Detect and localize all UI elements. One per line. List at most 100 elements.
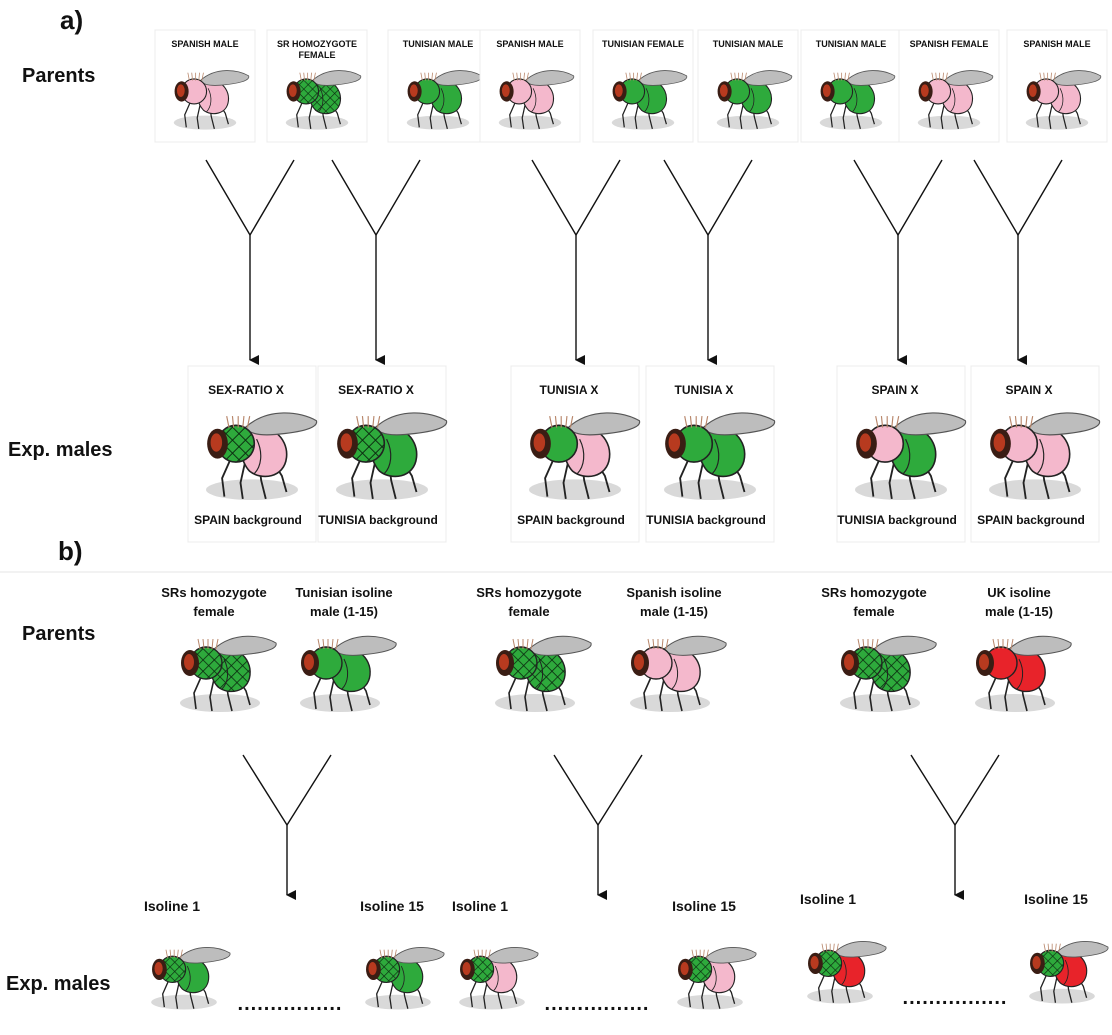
offspring-fly: [855, 412, 966, 501]
parent-fly: [716, 70, 793, 130]
female-fly: [840, 635, 937, 712]
fly-bristles: [473, 949, 491, 958]
fly-eye: [501, 84, 510, 97]
fly-eye: [368, 961, 377, 976]
panel-a-exp-males-label: Exp. males: [8, 439, 113, 461]
fly-bristles: [1009, 415, 1034, 428]
panel-b-exp-males-label: Exp. males: [6, 973, 111, 995]
offspring-card-frame: [836, 365, 966, 543]
fly-wing: [834, 941, 887, 958]
fly-shadow: [151, 994, 217, 1010]
fly-eye: [409, 84, 418, 97]
fly-shadow: [1025, 115, 1089, 130]
cross-fork: [331, 159, 421, 236]
fly-abdomen-line: [852, 88, 858, 112]
fly-abdomen-line: [1063, 959, 1069, 985]
fly-eye: [844, 654, 854, 670]
fly-bristles: [821, 943, 839, 952]
fly-eye: [859, 433, 872, 452]
fly-eye: [210, 433, 223, 452]
fly-abdomen-line: [1016, 658, 1024, 690]
fly-shadow: [840, 694, 920, 712]
fly-wing: [742, 70, 793, 86]
fly-wing: [333, 635, 397, 656]
fly-wing: [311, 70, 362, 86]
fly-bristles: [420, 72, 437, 81]
fly-abdomen-line: [950, 88, 956, 112]
fly-abdomen-line: [576, 438, 585, 475]
fly-eye: [1032, 955, 1041, 970]
fly-eye: [920, 84, 929, 97]
fly-bristles: [875, 415, 900, 428]
offspring-fly: [206, 412, 317, 501]
fly-shadow: [664, 479, 756, 501]
fly-abdomen-line: [841, 959, 847, 985]
offspring-title: SEX-RATIO X: [338, 383, 414, 397]
parent-fly: [406, 70, 483, 130]
fly-bristles: [931, 72, 948, 81]
cross-fork: [553, 754, 643, 826]
fly-wing: [637, 70, 688, 86]
fly-bristles: [1039, 72, 1056, 81]
panel-b-parents-label: Parents: [22, 623, 95, 645]
offspring-fly: [664, 412, 775, 501]
fly-wing: [213, 635, 277, 656]
fly-bristles: [549, 415, 574, 428]
cross-fork: [853, 159, 943, 236]
fly-wing: [663, 635, 727, 656]
fly-wing: [845, 70, 896, 86]
offspring-last-label: Isoline 15: [1024, 891, 1088, 907]
fly-shadow: [716, 115, 780, 130]
panel-a-label: a): [60, 5, 83, 35]
parent-fly-label: FEMALE: [299, 50, 336, 60]
fly-shadow: [365, 994, 431, 1010]
offspring-fly-first: [807, 941, 887, 1004]
fly-abdomen-line: [1058, 88, 1064, 112]
fly-bristles: [512, 638, 534, 650]
parent-fly: [285, 70, 362, 130]
fly-wing: [893, 412, 966, 436]
fly-wing: [528, 635, 592, 656]
fly-wing: [432, 70, 483, 86]
fly-bristles: [992, 638, 1014, 650]
parent-fly-card: TUNISIAN MALE: [387, 29, 489, 143]
fly-shadow: [819, 115, 883, 130]
female-label-line2: female: [193, 604, 234, 619]
parent-fly: [917, 70, 994, 130]
fly-shadow: [498, 115, 562, 130]
parent-fly-label: SPANISH FEMALE: [910, 39, 989, 49]
parent-fly-card: TUNISIAN FEMALE: [592, 29, 694, 143]
fly-eye: [288, 84, 297, 97]
parent-fly-label: SR HOMOZYGOTE: [277, 39, 357, 49]
fly-bristles: [317, 638, 339, 650]
fly-shadow: [300, 694, 380, 712]
fly-abdomen-line: [399, 965, 405, 991]
fly-wing: [392, 947, 445, 964]
fly-wing: [244, 412, 317, 436]
fly-bristles: [187, 72, 204, 81]
offspring-first-label: Isoline 1: [452, 898, 508, 914]
fly-abdomen-line: [185, 965, 191, 991]
female-label-line2: female: [853, 604, 894, 619]
female-fly: [495, 635, 592, 712]
fly-wing: [486, 947, 539, 964]
offspring-title: TUNISIA X: [675, 383, 734, 397]
fly-eye: [184, 654, 194, 670]
fly-eye: [462, 961, 471, 976]
fly-abdomen-line: [902, 438, 911, 475]
male-fly: [975, 635, 1072, 712]
fly-abdomen-line: [644, 88, 650, 112]
fly-shadow: [406, 115, 470, 130]
fly-eye: [680, 961, 689, 976]
parent-fly-card: SPANISH MALE: [1006, 29, 1108, 143]
fly-eye: [304, 654, 314, 670]
fly-shadow: [677, 994, 743, 1010]
fly-abdomen-line: [671, 658, 679, 690]
female-label-line1: SRs homozygote: [161, 585, 266, 600]
ellipsis-dots: ................: [545, 993, 650, 1015]
parent-fly: [611, 70, 688, 130]
